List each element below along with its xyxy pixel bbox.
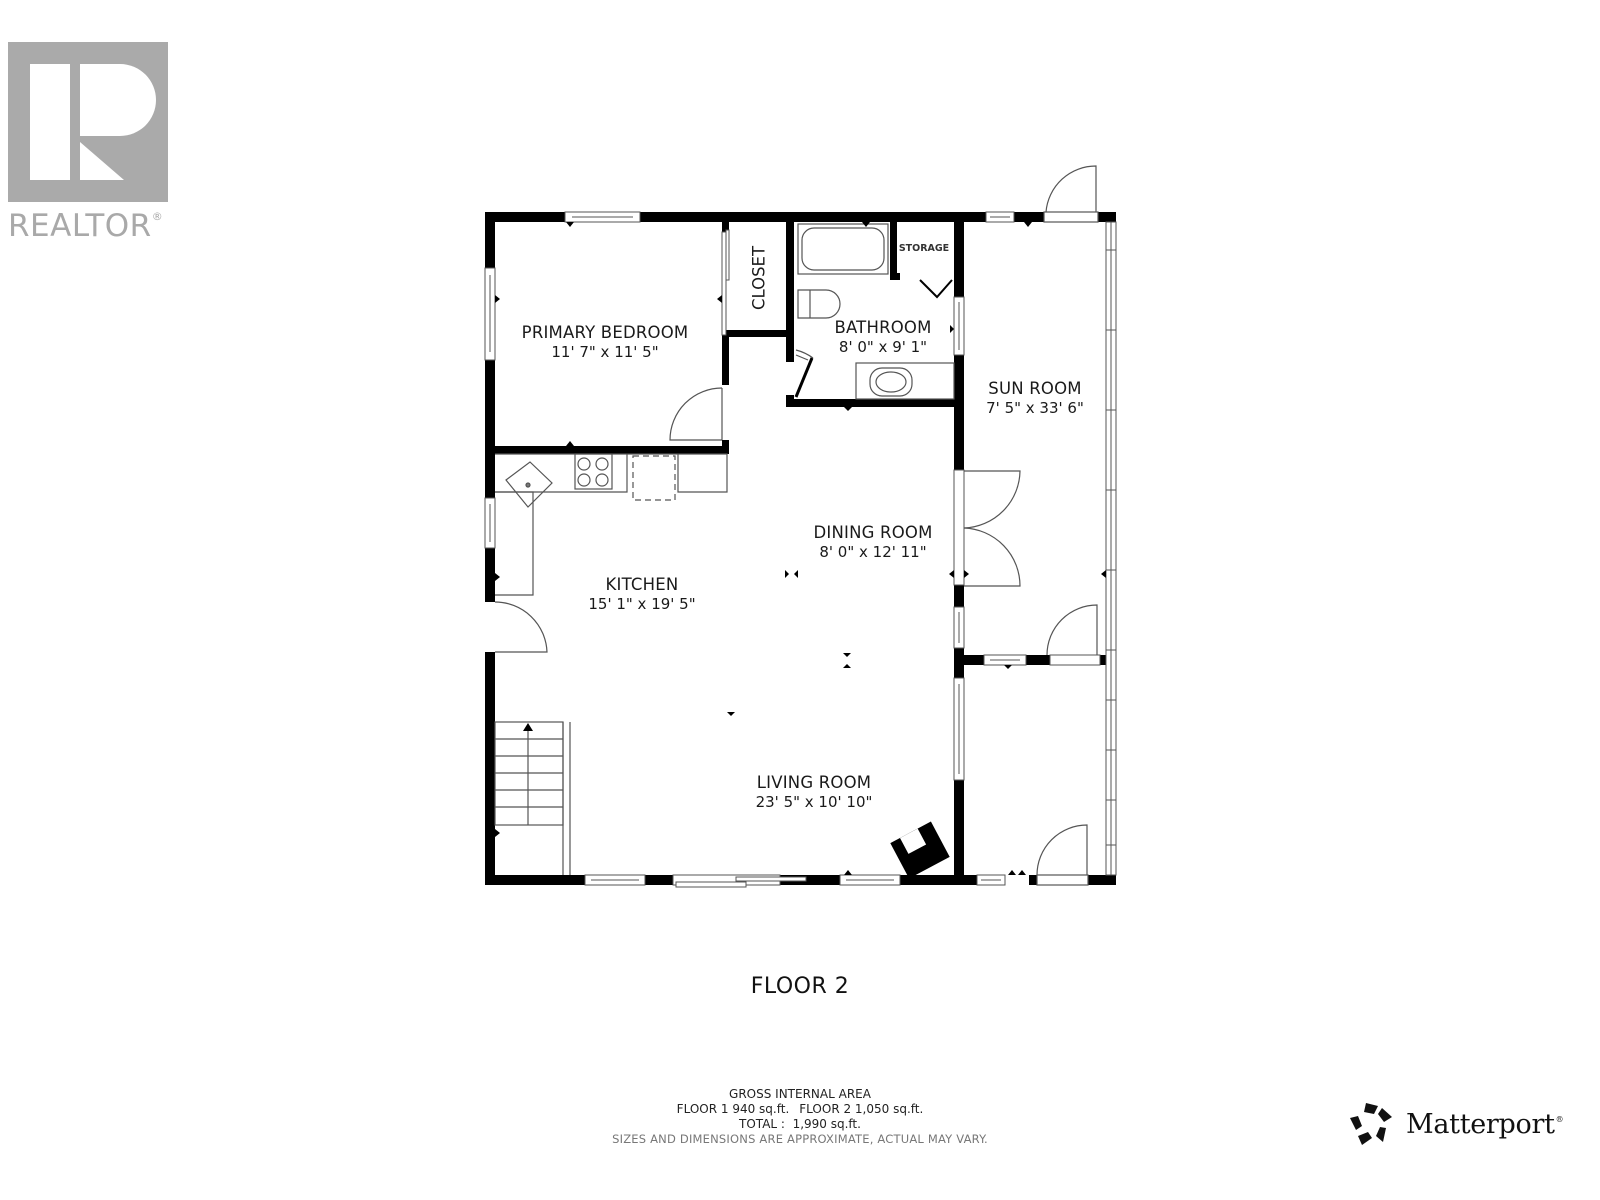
area-heading: GROSS INTERNAL AREA	[729, 1087, 871, 1101]
matterport-mark-icon	[1350, 1103, 1392, 1145]
room-dimensions: 7' 5" x 33' 6"	[986, 399, 1084, 417]
room-name: PRIMARY BEDROOM	[521, 323, 689, 342]
room-dimensions: 15' 1" x 19' 5"	[588, 595, 696, 613]
floor-title: FLOOR 2	[750, 974, 850, 999]
room-dimensions: 11' 7" x 11' 5"	[551, 343, 659, 361]
room-label-living-room: LIVING ROOM 23' 5" x 10' 10"	[756, 773, 873, 812]
doors	[494, 165, 1099, 886]
fireplace-icon	[890, 821, 950, 879]
area-floor2: FLOOR 2 1,050 sq.ft.	[799, 1102, 924, 1116]
matterport-wordmark: Matterport®	[1406, 1108, 1564, 1140]
room-name: LIVING ROOM	[756, 773, 872, 792]
room-label-bathroom: BATHROOM 8' 0" x 9' 1"	[834, 318, 931, 357]
room-name: SUN ROOM	[988, 379, 1082, 398]
room-label-dining-room: DINING ROOM 8' 0" x 12' 11"	[813, 523, 932, 562]
area-summary: GROSS INTERNAL AREA FLOOR 1 940 sq.ft.FL…	[612, 1087, 988, 1147]
area-disclaimer: SIZES AND DIMENSIONS ARE APPROXIMATE, AC…	[612, 1132, 988, 1146]
room-dimensions: 23' 5" x 10' 10"	[755, 793, 873, 811]
room-label-storage: STORAGE	[898, 243, 950, 254]
stair-up-arrow-icon	[523, 723, 533, 731]
room-dimensions: 8' 0" x 9' 1"	[838, 338, 928, 356]
room-dimensions: 8' 0" x 12' 11"	[819, 543, 927, 561]
room-label-kitchen: KITCHEN 15' 1" x 19' 5"	[588, 575, 695, 614]
room-name: BATHROOM	[834, 318, 932, 337]
fixtures	[494, 223, 955, 875]
walls	[485, 212, 1116, 885]
area-floors: FLOOR 1 940 sq.ft. FLOOR 2 1,050 sq.ft.	[612, 1102, 988, 1117]
realtor-wordmark: REALTOR®	[8, 208, 164, 244]
matterport-logo: Matterport®	[1348, 1100, 1564, 1148]
room-label-primary-bedroom: PRIMARY BEDROOM 11' 7" x 11' 5"	[522, 323, 689, 362]
windows	[484, 211, 1117, 888]
room-name: DINING ROOM	[813, 523, 933, 542]
room-label-closet: CLOSET	[749, 245, 769, 311]
room-label-sun-room: SUN ROOM 7' 5" x 33' 6"	[986, 379, 1084, 418]
arrow-markers	[495, 222, 1106, 879]
area-floor1: FLOOR 1 940 sq.ft.	[676, 1102, 790, 1116]
realtor-r-icon	[8, 42, 168, 202]
room-name: KITCHEN	[605, 575, 679, 594]
area-total: TOTAL : 1,990 sq.ft.	[739, 1117, 861, 1131]
realtor-logo: REALTOR®	[8, 42, 178, 247]
